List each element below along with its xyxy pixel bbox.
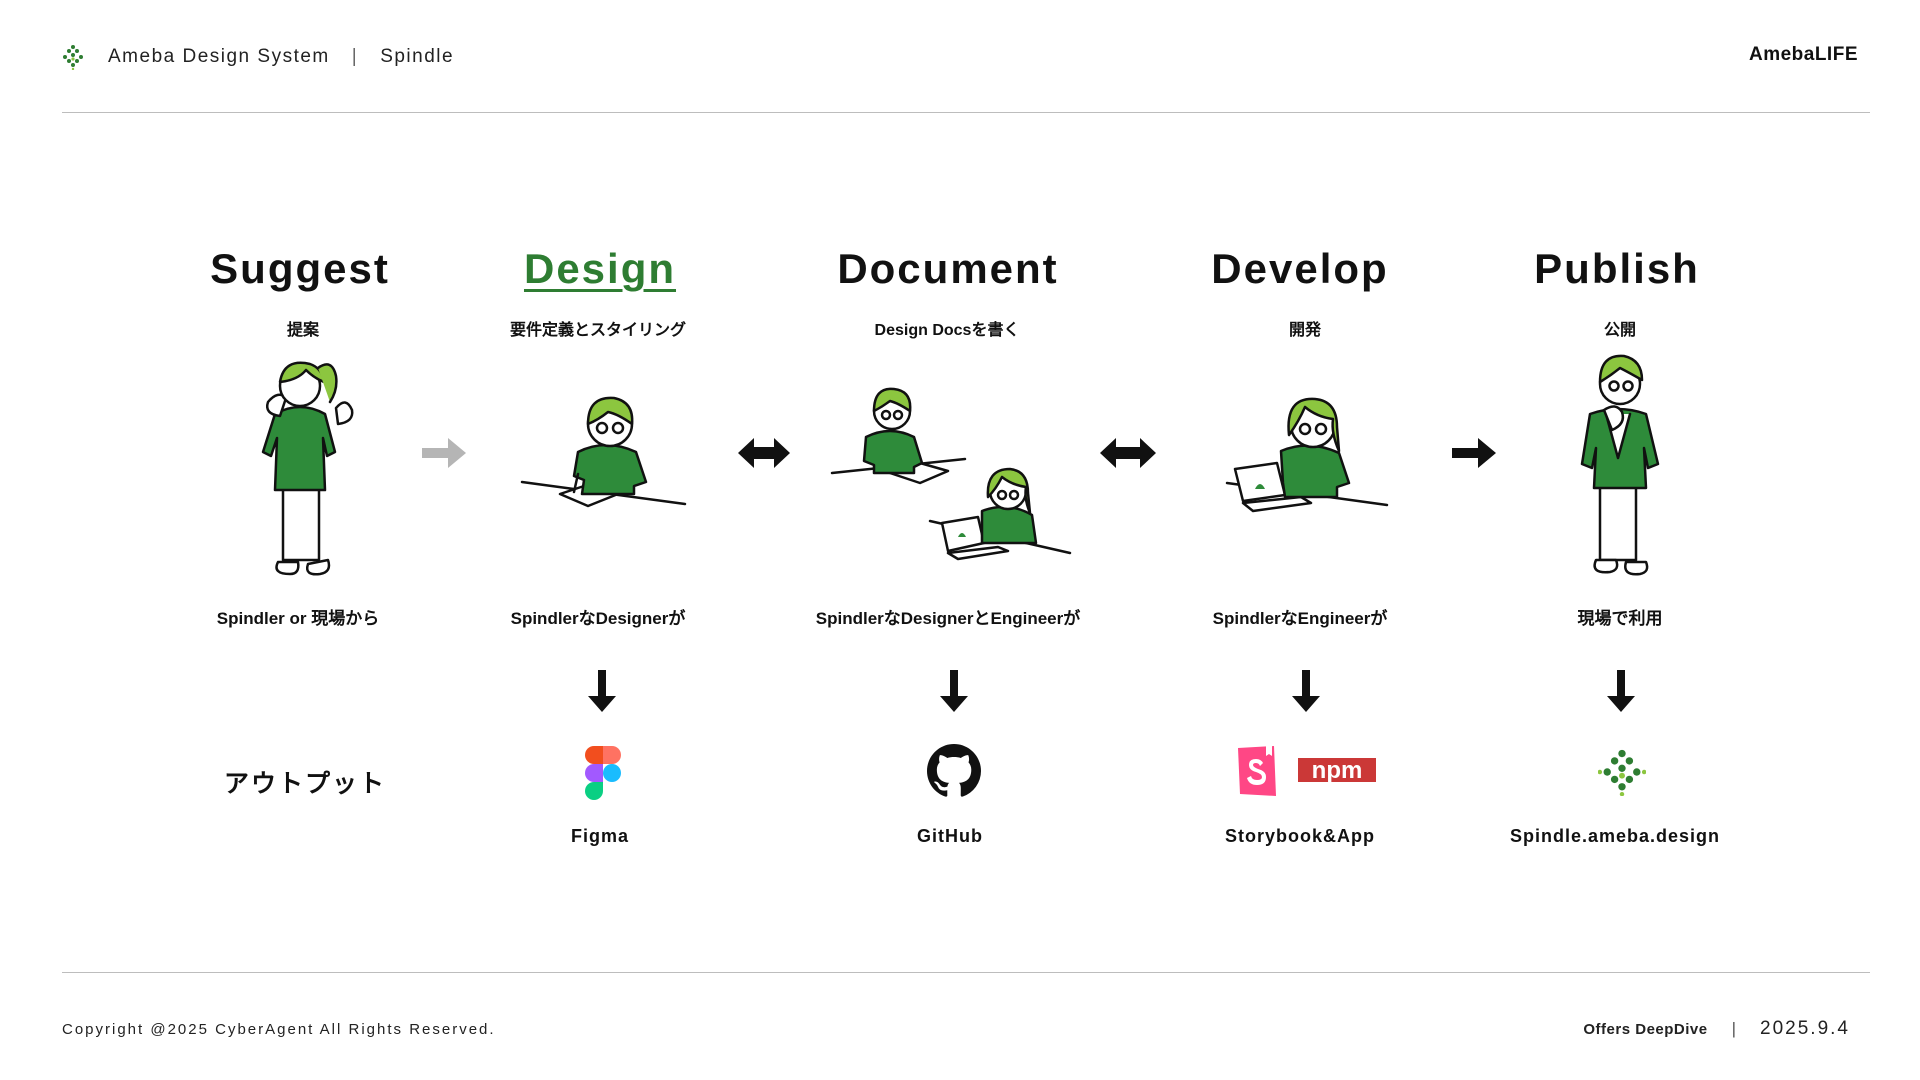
stage-desc-publish: 現場で利用 (1577, 609, 1663, 628)
stage-subtitle-develop: 開発 (1288, 322, 1321, 339)
design-person-illustration (520, 396, 687, 508)
svg-text:npm: npm (1312, 758, 1363, 784)
document-people-illustration (830, 387, 1072, 561)
header-brand: Ameba Design System | Spindle (60, 44, 454, 70)
footer-separator: | (1731, 1019, 1737, 1038)
arrow-bidirectional-icon (738, 438, 790, 468)
figma-icon (585, 746, 621, 800)
stage-desc-suggest: Spindler or 現場から (216, 609, 380, 628)
arrow-right-icon (1452, 438, 1496, 468)
event-date: 2025.9.4 (1760, 1018, 1850, 1039)
stage-subtitle-publish: 公開 (1603, 322, 1636, 339)
tool-label-github: GitHub (917, 826, 983, 846)
stage-subtitle-suggest: 提案 (286, 322, 319, 339)
footer-divider (62, 972, 1870, 973)
stage-desc-design: SpindlerなDesignerが (510, 609, 686, 628)
output-label: アウトプット (224, 770, 387, 798)
suggest-person-illustration (261, 361, 354, 576)
stage-desc-develop: SpindlerなEngineerが (1212, 609, 1388, 628)
arrow-down-icon (940, 670, 968, 712)
tool-label-figma: Figma (570, 826, 629, 846)
develop-person-illustration (1225, 397, 1389, 513)
stage-subtitle-design: 要件定義とスタイリング (509, 322, 686, 339)
stage-title-publish: Publish (1534, 245, 1700, 292)
tool-label-storybook: Storybook&App (1225, 826, 1375, 846)
brand-separator: | (351, 46, 359, 67)
spindle-logo-icon (63, 45, 83, 70)
stage-desc-document: SpindlerなDesignerとEngineerが (815, 609, 1081, 628)
github-icon (927, 744, 981, 797)
stage-subtitle-document: Design Docsを書く (874, 322, 1020, 339)
arrow-right-gray-icon (422, 438, 466, 468)
publish-person-illustration (1580, 354, 1660, 576)
stage-title-document: Document (837, 245, 1059, 292)
product-name: Spindle (380, 46, 455, 67)
brand-name: Ameba Design System (108, 46, 330, 67)
arrow-down-icon (1607, 670, 1635, 712)
arrow-down-icon (1292, 670, 1320, 712)
stage-title-design[interactable]: Design (523, 245, 677, 292)
copyright: Copyright @2025 CyberAgent All Rights Re… (62, 1021, 496, 1038)
stage-title-suggest: Suggest (210, 245, 390, 292)
header-divider (62, 112, 1870, 113)
npm-icon: npm (1298, 758, 1376, 784)
ameba-life-logo: AmebaLIFE (1748, 44, 1858, 65)
footer-event-info: Offers DeepDive | 2025.9.4 (1583, 1018, 1850, 1040)
event-name: Offers DeepDive (1583, 1020, 1708, 1038)
arrow-down-icon (588, 670, 616, 712)
tool-label-spindle: Spindle.ameba.design (1509, 826, 1721, 846)
storybook-icon (1238, 746, 1276, 796)
stage-title-develop: Develop (1211, 245, 1389, 292)
spindle-icon (1598, 749, 1646, 796)
arrow-bidirectional-icon (1100, 438, 1156, 468)
